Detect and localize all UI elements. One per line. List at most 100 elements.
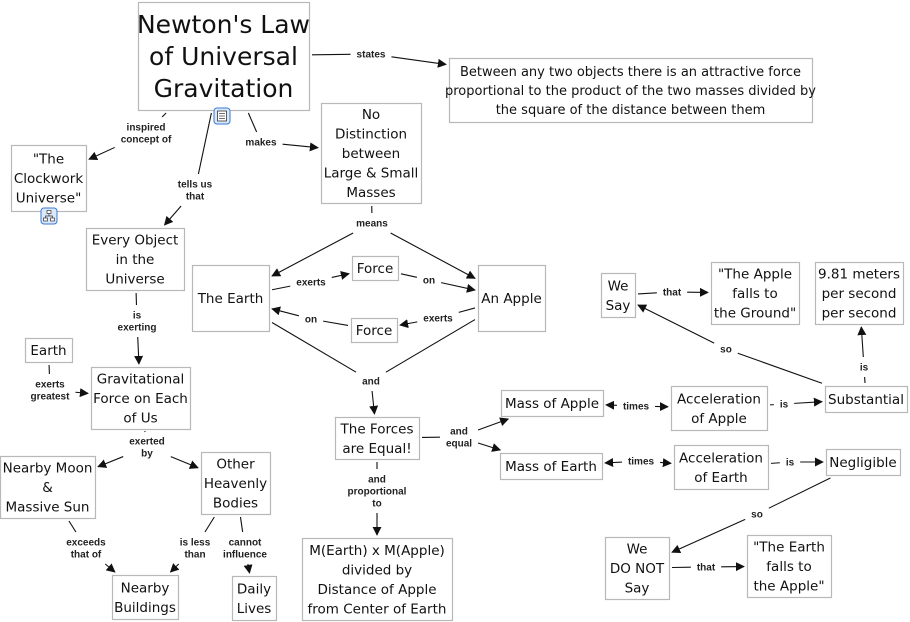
- link-line: [271, 285, 291, 291]
- node-text-line: An Apple: [481, 291, 542, 307]
- link-label-line: and: [368, 475, 386, 486]
- node-box: [320, 102, 423, 205]
- node-text-line: Acceleration: [679, 450, 763, 466]
- link-arrow: [857, 326, 867, 358]
- link-arrow: [75, 388, 89, 398]
- link-line: [239, 516, 244, 533]
- link-arrow: [391, 56, 447, 68]
- node-box: [600, 272, 637, 319]
- link-label-line: that: [663, 288, 682, 299]
- node-box: [746, 534, 833, 599]
- node-text-line: Nearby: [121, 580, 170, 596]
- node-text-line: Force on Each: [93, 391, 188, 407]
- node-text-line: Substantial: [828, 392, 904, 408]
- link-line: [737, 352, 823, 384]
- link-label-line: cannot: [229, 538, 262, 549]
- concept-map-icon[interactable]: [40, 207, 58, 225]
- link-line: [271, 322, 357, 373]
- node-text-line: We: [608, 278, 629, 294]
- icons-layer: [40, 107, 231, 225]
- link-label: exerts: [296, 278, 326, 289]
- node-text-line: M(Earth) x M(Apple): [309, 543, 445, 559]
- node-text-line: Buildings: [114, 600, 176, 616]
- link-arrow: [169, 563, 180, 573]
- node-text-line: We: [627, 542, 648, 558]
- link-label: so: [751, 510, 763, 521]
- node-text-line: Heavenly: [204, 476, 267, 492]
- link-label-line: exceeds: [66, 538, 106, 549]
- node-moon[interactable]: Nearby Moon&Massive Sun: [0, 455, 97, 520]
- node-force2[interactable]: Force: [350, 317, 399, 344]
- node-text-line: Distinction: [335, 127, 407, 143]
- node-box: [710, 261, 801, 326]
- node-negligible[interactable]: Negligible: [825, 448, 902, 477]
- link-label-line: times: [623, 402, 650, 413]
- node-text-line: DO NOT: [610, 561, 665, 577]
- node-text-line: Newton's Law: [137, 10, 310, 39]
- node-statement[interactable]: Between any two objects there is an attr…: [445, 57, 816, 124]
- link-arrow: [243, 563, 253, 574]
- link-arrow: [477, 442, 502, 452]
- link-line: [68, 520, 77, 533]
- node-box: [10, 144, 88, 213]
- node-force1[interactable]: Force: [351, 255, 400, 282]
- node-forces-equal[interactable]: The Forces are Equal!: [334, 416, 421, 461]
- node-text-line: falls to: [766, 559, 811, 575]
- node-text-line: The Forces: [340, 421, 414, 437]
- node-text-line: Between any two objects there is an attr…: [460, 65, 801, 80]
- node-substantial[interactable]: Substantial: [824, 385, 909, 414]
- link-arrow: [794, 397, 823, 407]
- node-mass-earth[interactable]: Mass of Earth: [499, 452, 604, 481]
- node-text-line: between: [342, 146, 400, 162]
- node-text-line: Large & Small: [324, 166, 419, 182]
- node-box: [111, 574, 180, 621]
- node-text-line: No: [362, 107, 380, 123]
- node-text-line: the Ground": [714, 306, 796, 322]
- link-arrow: [637, 304, 715, 344]
- link-line: [458, 307, 476, 313]
- document-icon[interactable]: [213, 107, 231, 125]
- link-label: on: [423, 276, 435, 287]
- link-label-line: to: [372, 499, 381, 510]
- link-line: [400, 273, 418, 278]
- node-earth-small[interactable]: Earth: [24, 337, 74, 364]
- node-text-line: are Equal!: [342, 441, 411, 457]
- link-arrow: [369, 390, 379, 415]
- link-arrow: [660, 458, 672, 468]
- node-text-line: Daily: [237, 581, 271, 597]
- node-earth[interactable]: The Earth: [191, 264, 271, 333]
- node-box: [350, 317, 399, 344]
- link-label-line: is: [780, 400, 789, 411]
- link-label-line: exerted: [129, 437, 165, 448]
- link-arrow: [282, 142, 319, 152]
- node-box: [814, 261, 905, 326]
- link-arrow: [440, 282, 476, 293]
- link-label: that: [697, 563, 716, 574]
- node-mass-apple[interactable]: Mass of Apple: [500, 389, 605, 418]
- node-apple[interactable]: An Apple: [477, 264, 547, 333]
- node-text-line: the Apple": [753, 579, 824, 595]
